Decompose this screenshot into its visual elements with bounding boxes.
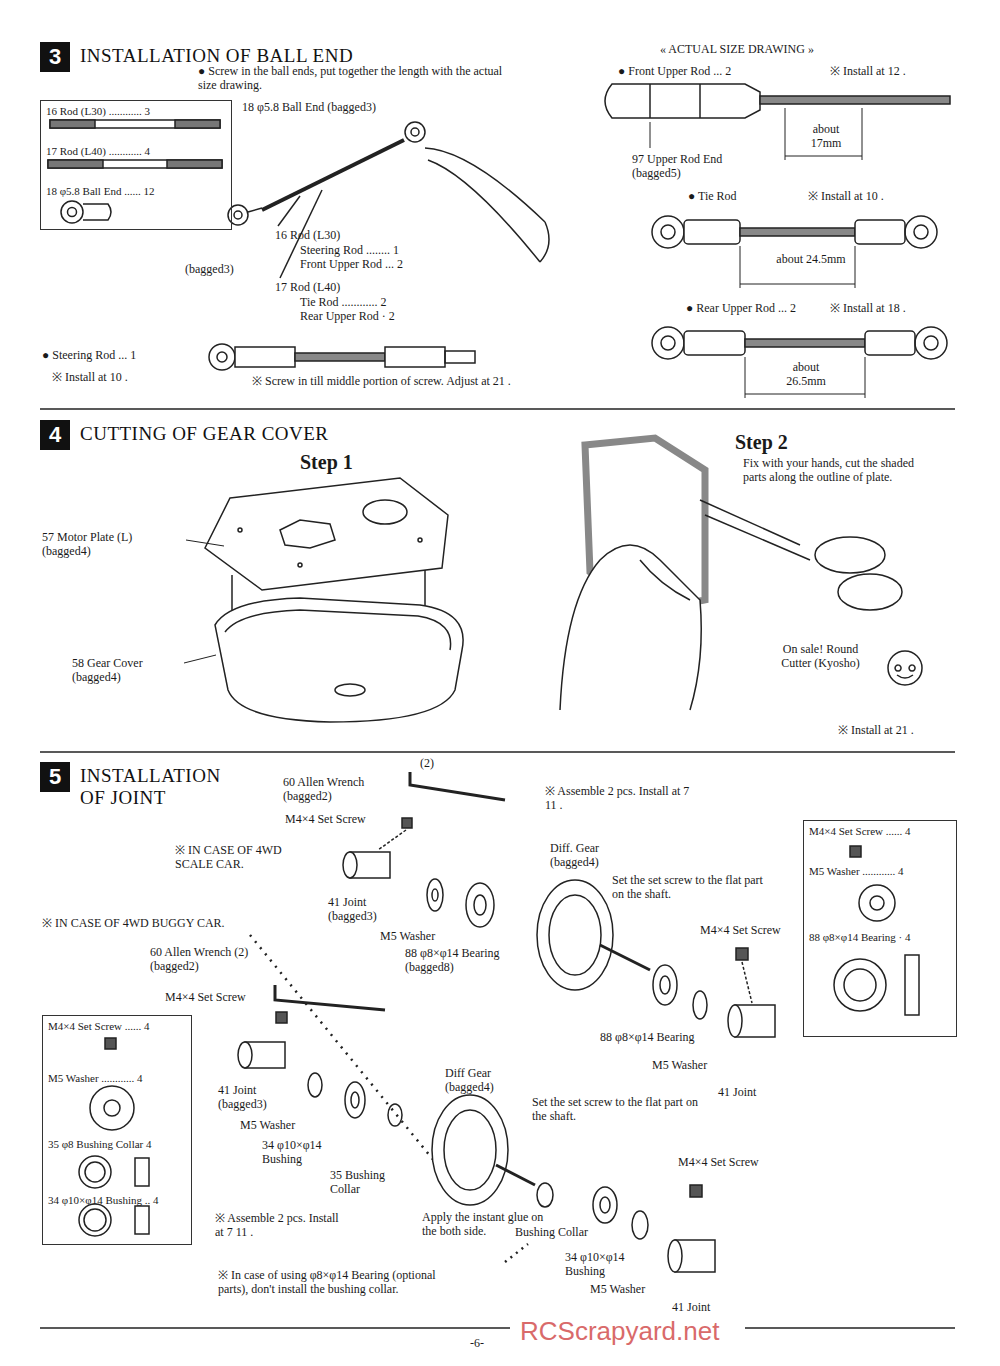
callout-label: 34 φ10×φ14 Bushing — [565, 1250, 647, 1278]
callout-label: ※ Install at 21 . — [838, 723, 914, 737]
parts-list-item: 35 φ8 Bushing Collar 4 — [48, 1138, 186, 1151]
callout-label: Fix with your hands, cut the shaded part… — [743, 456, 938, 484]
parts-list-item: M5 Washer ............ 4 — [48, 1072, 186, 1085]
parts-icons-ball-end — [48, 120, 222, 223]
callout-label: M5 Washer — [590, 1282, 645, 1296]
callout-label: 41 Joint (bagged3) — [328, 895, 410, 923]
callout-label: Diff Gear (bagged4) — [445, 1066, 525, 1094]
callout-label: 60 Allen Wrench (bagged2) — [283, 775, 395, 803]
callout-label: M4×4 Set Screw — [285, 812, 366, 826]
section-number-text: 4 — [40, 420, 70, 450]
callout-label: Steering Rod ........ 1 — [300, 243, 399, 257]
section-number: 4CUTTING OF GEAR COVER — [40, 420, 70, 450]
callout-label: about 26.5mm — [772, 360, 840, 388]
callout-label: ● Rear Upper Rod ... 2 — [686, 301, 796, 315]
actual-size-rods — [605, 84, 950, 398]
callout-label: 18 φ5.8 Ball End (bagged3) — [242, 100, 376, 114]
callout-label: M4×4 Set Screw — [165, 990, 246, 1004]
callout-label: M4×4 Set Screw — [700, 923, 781, 937]
section-number-text: 5 — [40, 762, 70, 792]
parts-list-item: M4×4 Set Screw ...... 4 — [48, 1020, 186, 1033]
section-heading: CUTTING OF GEAR COVER — [80, 423, 329, 445]
callout-label: M5 Washer — [240, 1118, 295, 1132]
callout-label: 17 Rod (L40) — [275, 280, 340, 294]
parts-list-item: 34 φ10×φ14 Bushing .. 4 — [48, 1194, 186, 1207]
callout-label: 57 Motor Plate (L) (bagged4) — [42, 530, 182, 558]
joint-buggy-car — [238, 985, 715, 1272]
callout-label: M4×4 Set Screw — [678, 1155, 759, 1169]
watermark: RCScrapyard.net — [520, 1316, 719, 1347]
callout-label: 97 Upper Rod End (bagged5) — [632, 152, 762, 180]
callout-label: 88 φ8×φ14 Bearing (bagged8) — [405, 946, 535, 974]
ball-end-screwing — [228, 122, 549, 278]
parts-list-item: 18 φ5.8 Ball End ...... 12 — [46, 185, 226, 198]
callout-label: M5 Washer — [380, 929, 435, 943]
callout-label: about 24.5mm — [776, 252, 846, 266]
section-number-text: 3 — [40, 42, 70, 72]
parts-list-item: 17 Rod (L40) ............ 4 — [46, 145, 226, 158]
section-heading: INSTALLATION OF JOINT — [80, 765, 250, 809]
callout-label: ● Screw in the ball ends, put together t… — [198, 64, 508, 92]
callout-label: Set the set screw to the flat part on th… — [532, 1095, 700, 1123]
step-heading: Step 1 — [300, 450, 353, 474]
step-heading: Step 2 — [735, 430, 788, 454]
callout-label: ※ Install at 18 . — [830, 301, 906, 315]
parts-list-item: 16 Rod (L30) ............ 3 — [46, 105, 226, 118]
parts-list-box: M4×4 Set Screw ...... 4 M5 Washer .......… — [42, 1015, 192, 1245]
parts-icons-buggy — [79, 1038, 149, 1236]
callout-label: 35 Bushing Collar — [330, 1168, 412, 1196]
callout-label: ● Tie Rod — [688, 189, 737, 203]
callout-label: 88 φ8×φ14 Bearing — [600, 1030, 695, 1044]
parts-list-item: M4×4 Set Screw ...... 4 — [809, 825, 951, 838]
callout-label: about 17mm — [797, 122, 855, 150]
callout-label: ※ Assemble 2 pcs. Install at 7 11 . — [545, 784, 690, 812]
callout-label: 34 φ10×φ14 Bushing — [262, 1138, 350, 1166]
callout-label: (2) — [420, 756, 434, 770]
callout-label: Front Upper Rod ... 2 — [300, 257, 403, 271]
callout-label: 41 Joint (bagged3) — [218, 1083, 290, 1111]
section-heading: INSTALLATION OF BALL END — [80, 45, 353, 67]
callout-label: Rear Upper Rod · 2 — [300, 309, 395, 323]
callout-label: ※ Assemble 2 pcs. Install at 7 11 . — [215, 1211, 347, 1239]
callout-label: ※ IN CASE OF 4WD SCALE CAR. — [175, 843, 310, 871]
callout-label: M5 Washer — [652, 1058, 707, 1072]
parts-list-box: M4×4 Set Screw ...... 4 M5 Washer .......… — [803, 820, 957, 1037]
callout-label: ※ IN CASE OF 4WD BUGGY CAR. — [42, 916, 225, 930]
callout-label: -6- — [470, 1336, 484, 1350]
callout-label: 58 Gear Cover (bagged4) — [72, 656, 182, 684]
callout-label: Bushing Collar — [515, 1225, 588, 1239]
callout-label: ※ Install at 10 . — [52, 370, 128, 384]
callout-label: Diff. Gear (bagged4) — [550, 841, 630, 869]
callout-label: ● Front Upper Rod ... 2 — [618, 64, 731, 78]
gear-cover-step1 — [184, 478, 463, 722]
steering-rod-drawing — [209, 344, 475, 370]
callout-label: ※ Screw in till middle portion of screw.… — [252, 374, 522, 388]
callout-label: On sale! Round Cutter (Kyosho) — [768, 642, 873, 670]
callout-label: 41 Joint — [718, 1085, 756, 1099]
section-number: 3INSTALLATION OF BALL END — [40, 42, 70, 72]
callout-label: ※ Install at 12 . — [830, 64, 906, 78]
callout-label: 41 Joint — [672, 1300, 710, 1314]
callout-label: Tie Rod ............ 2 — [300, 295, 387, 309]
section-number: 5INSTALLATION OF JOINT — [40, 762, 70, 792]
callout-label: (bagged3) — [185, 262, 234, 276]
callout-label: ※ In case of using φ8×φ14 Bearing (optio… — [218, 1268, 458, 1296]
parts-list-box: 16 Rod (L30) ............ 3 17 Rod (L40) … — [40, 100, 232, 230]
callout-label: ● Steering Rod ... 1 — [42, 348, 136, 362]
callout-label: 60 Allen Wrench (2) (bagged2) — [150, 945, 250, 973]
joint-scale-car — [343, 772, 775, 1037]
separator-lines — [40, 409, 955, 1328]
callout-label: ※ Install at 10 . — [808, 189, 884, 203]
parts-list-item: 88 φ8×φ14 Bearing · 4 — [809, 931, 951, 944]
parts-list-item: M5 Washer ............ 4 — [809, 865, 951, 878]
callout-label: 16 Rod (L30) — [275, 228, 340, 242]
callout-label: Set the set screw to the flat part on th… — [612, 873, 777, 901]
callout-label: « ACTUAL SIZE DRAWING » — [660, 42, 814, 56]
